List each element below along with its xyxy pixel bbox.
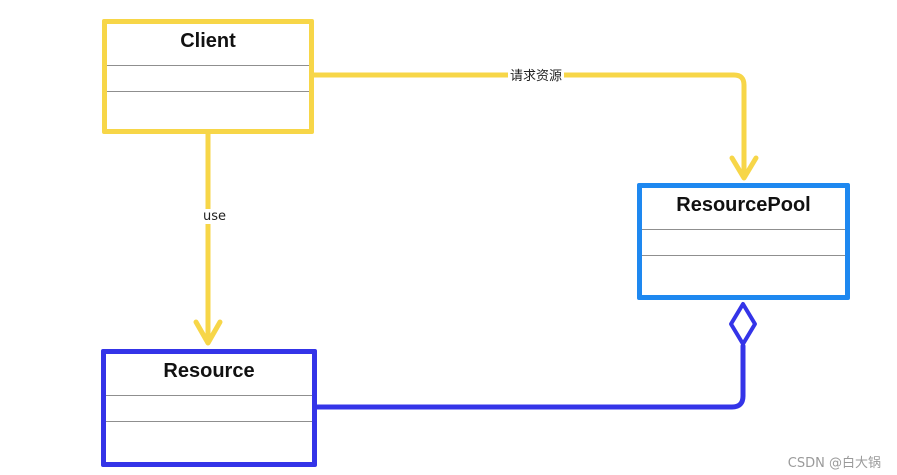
edge-request-arrowhead	[729, 155, 759, 181]
watermark-text: CSDN @白大锅	[787, 456, 881, 471]
edge-aggregation-diamond	[729, 302, 757, 346]
resource-pool-methods-divider	[642, 255, 845, 256]
resource-pool-class-name: ResourcePool	[676, 194, 811, 216]
edge-request-label: 请求资源	[508, 65, 565, 84]
client-methods-divider	[107, 91, 309, 92]
edge-use-label: use	[201, 209, 229, 224]
resource-attributes-divider	[106, 395, 312, 396]
resource-pool-attributes-divider	[642, 229, 845, 230]
resource-class-name: Resource	[163, 360, 255, 382]
edge-use-arrowhead	[193, 319, 223, 346]
resource-methods-divider	[106, 421, 312, 422]
client-attributes-divider	[107, 65, 309, 66]
client-class-box: Client	[102, 19, 314, 134]
edge-request-line	[309, 72, 747, 175]
resource-class-box: Resource	[101, 349, 317, 467]
edge-aggregation-line	[313, 343, 746, 410]
resource-pool-class-box: ResourcePool	[637, 183, 850, 300]
client-class-name: Client	[180, 30, 236, 52]
